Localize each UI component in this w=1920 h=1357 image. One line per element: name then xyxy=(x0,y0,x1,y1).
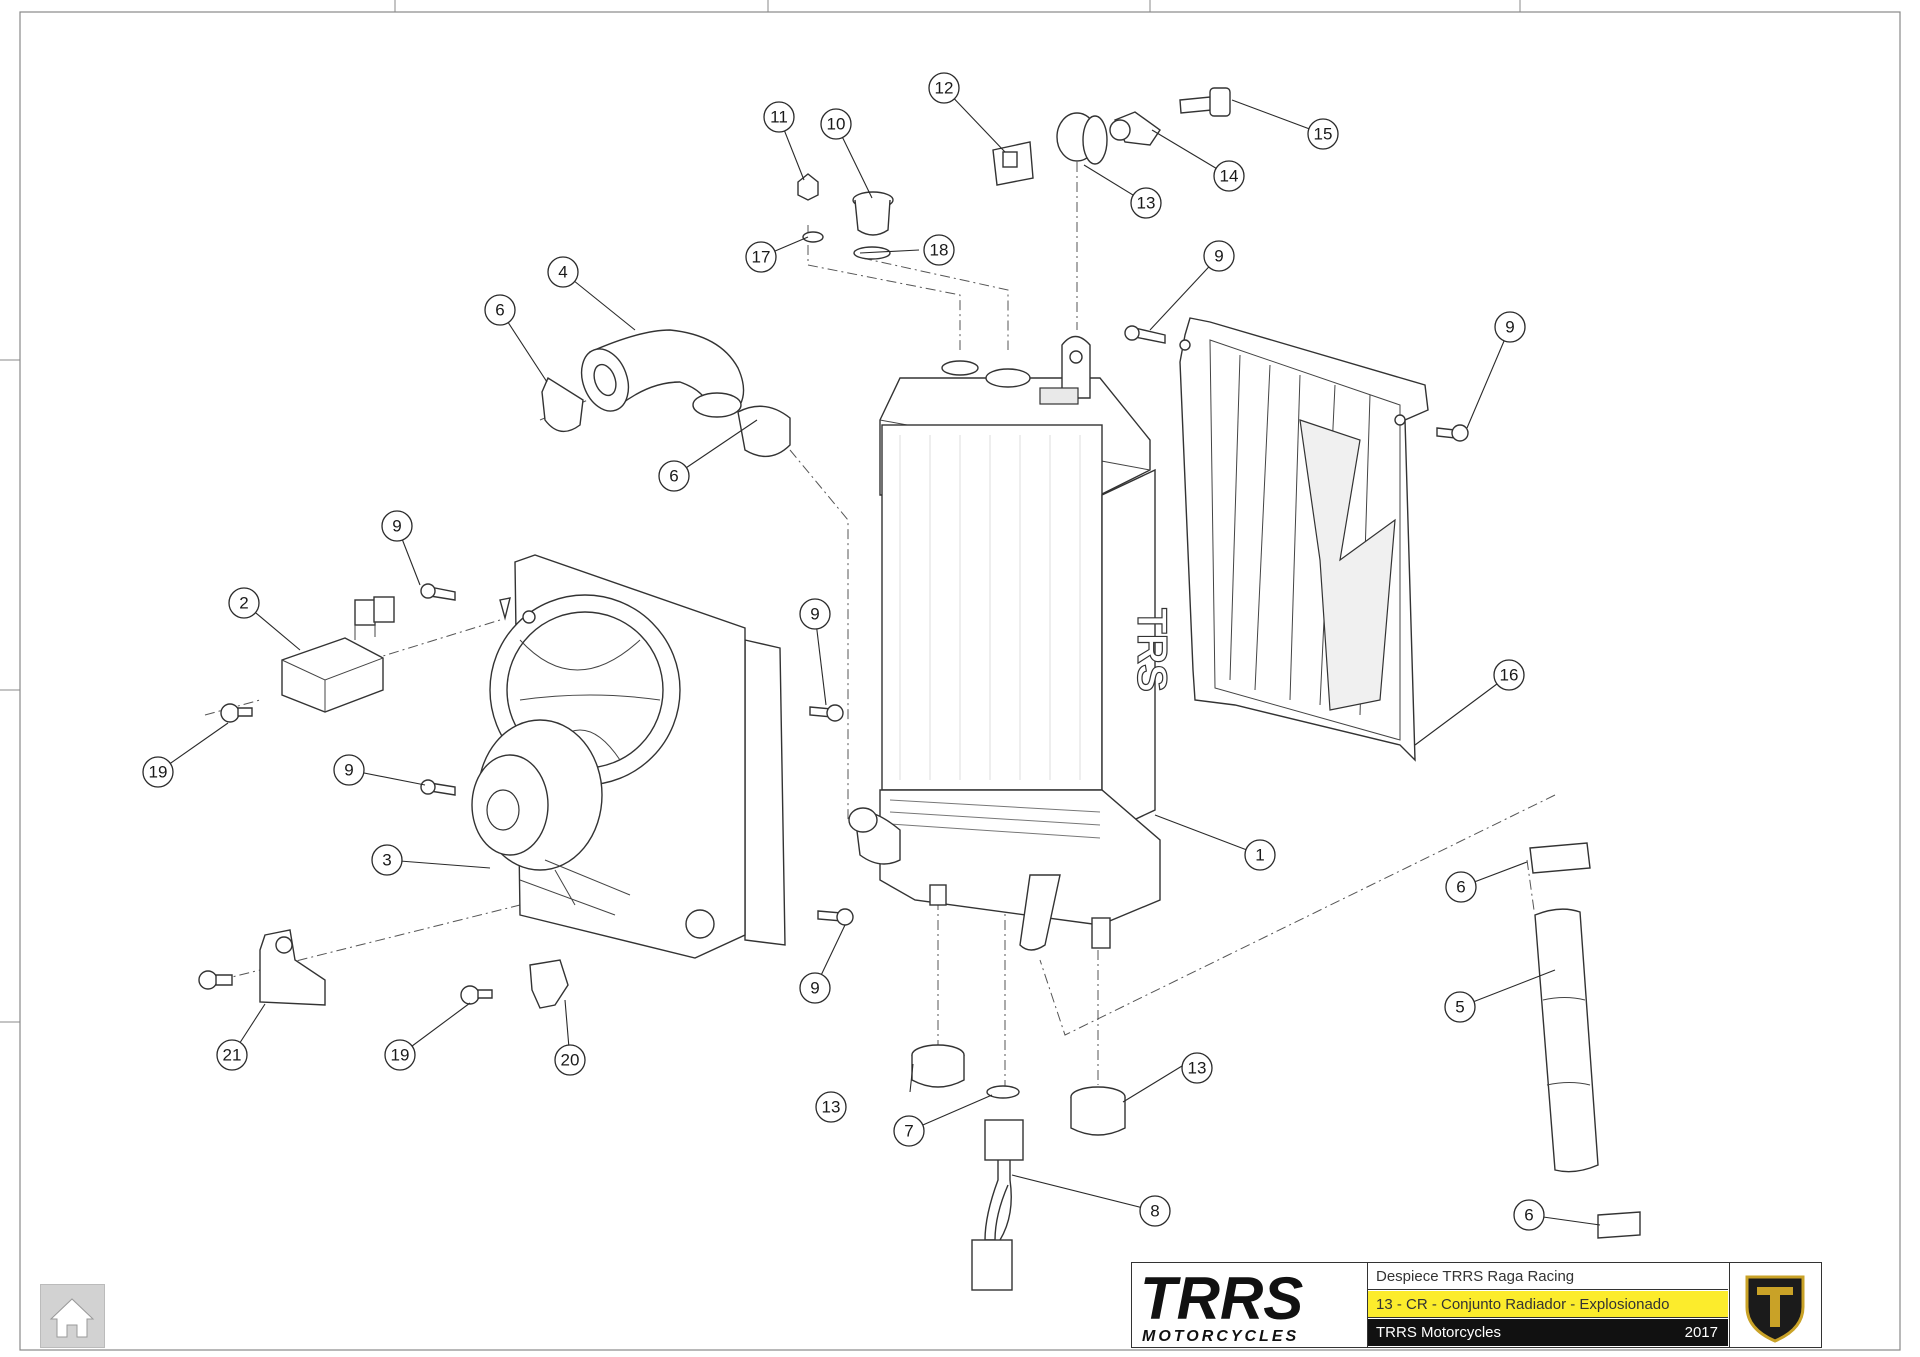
drawing-frame xyxy=(19,11,1901,1351)
svg-text:6: 6 xyxy=(1456,878,1465,897)
svg-text:19: 19 xyxy=(391,1046,410,1065)
clips xyxy=(198,929,569,1009)
callout-1: 1 xyxy=(1244,839,1276,871)
top-fasteners xyxy=(797,87,1231,260)
bottom-parts xyxy=(911,842,1641,1291)
svg-text:9: 9 xyxy=(344,761,353,780)
relay xyxy=(281,596,395,713)
callout-3: 3 xyxy=(371,844,403,876)
svg-text:13: 13 xyxy=(1137,194,1156,213)
callout-13-bottom-right: 13 xyxy=(1181,1052,1213,1084)
title-line-3: TRRS Motorcycles 2017 xyxy=(1368,1319,1728,1346)
callout-19-left: 19 xyxy=(142,756,174,788)
callout-13-top: 13 xyxy=(1130,187,1162,219)
callout-9-shroud-right: 9 xyxy=(799,598,831,630)
svg-text:14: 14 xyxy=(1220,167,1239,186)
svg-text:12: 12 xyxy=(935,79,954,98)
svg-text:2: 2 xyxy=(239,594,248,613)
callout-6-lower-bottom: 6 xyxy=(1513,1199,1545,1231)
logo-text: TRRS xyxy=(1140,1265,1303,1332)
svg-text:9: 9 xyxy=(810,605,819,624)
svg-text:11: 11 xyxy=(770,108,788,127)
callout-4: 4 xyxy=(547,256,579,288)
svg-text:7: 7 xyxy=(904,1122,913,1141)
callout-10: 10 xyxy=(820,108,852,140)
svg-text:17: 17 xyxy=(752,248,771,267)
svg-text:18: 18 xyxy=(930,241,949,260)
svg-text:6: 6 xyxy=(1524,1206,1533,1225)
svg-text:8: 8 xyxy=(1150,1202,1159,1221)
callout-18: 18 xyxy=(923,234,955,266)
callout-9-shroud-top: 9 xyxy=(381,510,413,542)
callout-21: 21 xyxy=(216,1039,248,1071)
svg-text:6: 6 xyxy=(669,467,678,486)
svg-text:10: 10 xyxy=(827,115,846,134)
svg-text:21: 21 xyxy=(223,1046,242,1065)
svg-text:20: 20 xyxy=(561,1051,580,1070)
callout-9-shroud-left: 9 xyxy=(333,754,365,786)
svg-text:1: 1 xyxy=(1255,846,1264,865)
title-line-2: 13 - CR - Conjunto Radiador - Explosiona… xyxy=(1368,1291,1728,1318)
svg-text:13: 13 xyxy=(822,1098,841,1117)
callout-11: 11 xyxy=(763,101,795,133)
logo-subtext: MOTORCYCLES xyxy=(1142,1328,1299,1345)
callout-5: 5 xyxy=(1444,991,1476,1023)
year: 2017 xyxy=(1684,1324,1718,1341)
callout-9-top: 9 xyxy=(1203,240,1235,272)
radiator-core: TRS xyxy=(848,335,1177,951)
trrs-emblem-icon xyxy=(1729,1263,1822,1347)
svg-text:15: 15 xyxy=(1314,125,1333,144)
title-line-1: Despiece TRRS Raga Racing xyxy=(1368,1263,1728,1290)
upper-hose xyxy=(541,329,791,458)
callout-6-lower-top: 6 xyxy=(1445,871,1477,903)
callout-19-bottom: 19 xyxy=(384,1039,416,1071)
callout-14: 14 xyxy=(1213,160,1245,192)
frame-ticks xyxy=(0,0,1521,1023)
callout-16: 16 xyxy=(1493,659,1525,691)
svg-text:5: 5 xyxy=(1455,998,1464,1017)
callout-13-bottom-left: 13 xyxy=(815,1091,847,1123)
radiator-guard xyxy=(1179,317,1429,762)
svg-text:9: 9 xyxy=(392,517,401,536)
fan-assembly xyxy=(471,554,786,959)
callout-2: 2 xyxy=(228,587,260,619)
radiator-brand-text: TRS xyxy=(1129,608,1176,692)
leader-lines xyxy=(157,87,1601,1226)
callout-9-shroud-bottom: 9 xyxy=(799,972,831,1004)
callout-7: 7 xyxy=(893,1115,925,1147)
callout-8: 8 xyxy=(1139,1195,1171,1227)
svg-text:6: 6 xyxy=(495,301,504,320)
svg-text:9: 9 xyxy=(1505,318,1514,337)
callout-6-upper-clamp: 6 xyxy=(484,294,516,326)
svg-text:3: 3 xyxy=(382,851,391,870)
svg-text:4: 4 xyxy=(558,263,567,282)
callout-20: 20 xyxy=(554,1044,586,1076)
svg-text:9: 9 xyxy=(1214,247,1223,266)
callout-6-hose-clamp: 6 xyxy=(658,460,690,492)
screws xyxy=(220,325,1469,1005)
title-block: TRRS MOTORCYCLES Despiece TRRS Raga Raci… xyxy=(1131,1262,1822,1348)
callout-9-guard: 9 xyxy=(1494,311,1526,343)
svg-text:16: 16 xyxy=(1500,666,1519,685)
svg-text:19: 19 xyxy=(149,763,168,782)
callout-17: 17 xyxy=(745,241,777,273)
callout-15: 15 xyxy=(1307,118,1339,150)
svg-text:9: 9 xyxy=(810,979,819,998)
home-icon xyxy=(49,1298,95,1338)
svg-text:13: 13 xyxy=(1188,1059,1207,1078)
company-name: TRRS Motorcycles xyxy=(1376,1324,1502,1341)
callout-12: 12 xyxy=(928,72,960,104)
home-button[interactable] xyxy=(40,1284,105,1348)
trrs-logo: TRRS MOTORCYCLES xyxy=(1132,1263,1368,1347)
